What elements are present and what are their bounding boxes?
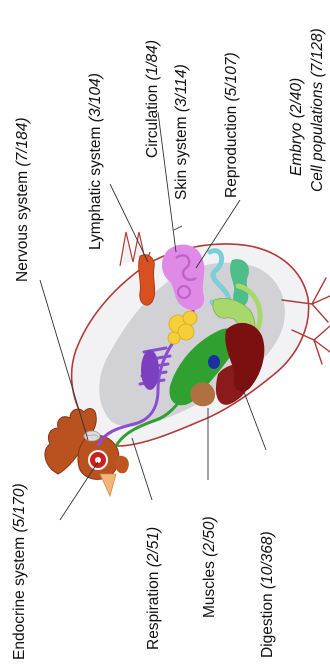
label-circulation-name: Circulation (144, 85, 161, 158)
label-lymphatic-count: (3/104) (87, 73, 104, 122)
label-reproduction-name: Reproduction (223, 106, 240, 198)
label-respiration-count: (2/51) (145, 527, 162, 568)
label-digestion-name: Digestion (259, 593, 276, 658)
gizzard (190, 382, 215, 406)
label-muscles: Muscles (2/50) (201, 516, 218, 618)
label-cells-name: Cell populations (309, 81, 326, 192)
label-endocrine-name: Endocrine system (11, 537, 28, 660)
label-respiration-name: Respiration (145, 572, 162, 650)
label-nervous-count: (7/184) (14, 117, 31, 166)
label-muscles-count: (2/50) (201, 516, 218, 557)
label-embryo: Embryo (2/40) (288, 78, 305, 176)
label-skin-count: (3/114) (173, 64, 190, 112)
label-digestion-count: (10/368) (259, 531, 276, 589)
beak (100, 474, 116, 496)
label-lymphatic: Lymphatic system (3/104) (87, 73, 104, 250)
label-circulation: Circulation (1/84) (144, 40, 161, 158)
label-nervous: Nervous system (7/184) (14, 117, 31, 282)
label-muscles-name: Muscles (201, 561, 218, 618)
label-nervous-name: Nervous system (14, 171, 31, 282)
kidney (139, 255, 155, 306)
label-embryo-count: (2/40) (288, 78, 305, 119)
label-lymphatic-name: Lymphatic system (87, 127, 104, 250)
wattle (116, 456, 129, 474)
label-skin-name: Skin system (173, 116, 190, 200)
label-respiration: Respiration (2/51) (145, 527, 162, 650)
label-cells-count: (7/128) (309, 28, 326, 77)
label-reproduction: Reproduction (5/107) (223, 52, 240, 198)
label-embryo-name: Embryo (288, 122, 305, 176)
spleen (208, 355, 220, 369)
label-skin: Skin system (3/114) (173, 64, 190, 200)
label-cells: Cell populations (7/128) (309, 28, 326, 192)
label-endocrine-count: (5/170) (11, 483, 28, 532)
label-circulation-count: (1/84) (144, 40, 161, 81)
label-endocrine: Endocrine system (5/170) (11, 483, 28, 660)
label-digestion: Digestion (10/368) (259, 531, 276, 658)
label-reproduction-count: (5/107) (223, 52, 240, 101)
